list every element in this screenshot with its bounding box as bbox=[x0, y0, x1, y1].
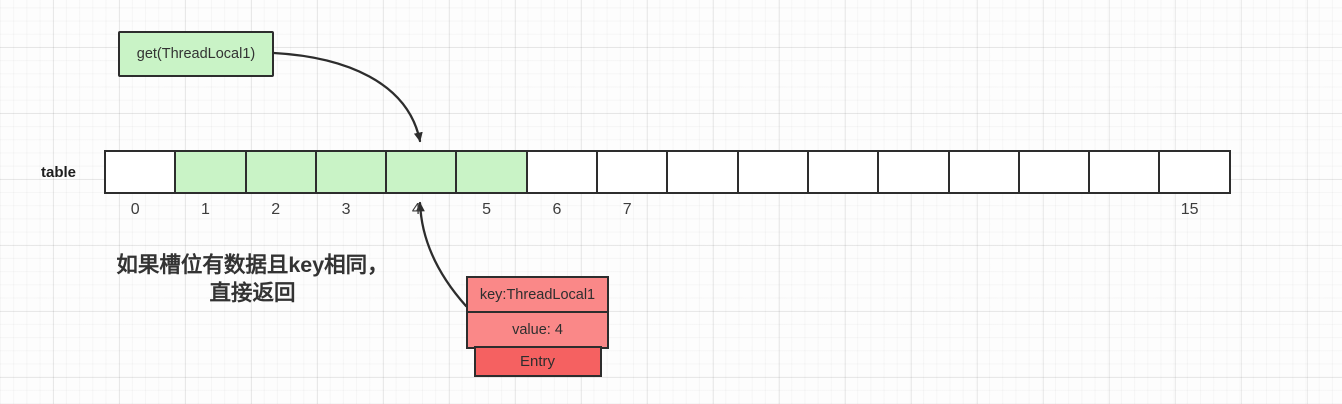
table-slot-6 bbox=[525, 150, 599, 194]
table-slot-4 bbox=[385, 150, 458, 194]
slot-index-8 bbox=[662, 201, 732, 221]
table-slot-8 bbox=[666, 150, 739, 194]
table-slot-1 bbox=[174, 150, 247, 194]
table-slot-13 bbox=[1017, 150, 1091, 194]
slot-index-13 bbox=[1014, 201, 1084, 221]
note-line-2: 直接返回 bbox=[209, 281, 296, 305]
slot-index-14 bbox=[1084, 201, 1154, 221]
slot-index-1: 1 bbox=[200, 201, 210, 218]
slot-index-7: 7 bbox=[622, 201, 632, 218]
slot-index-12 bbox=[944, 201, 1014, 221]
get-call-box: get(ThreadLocal1) bbox=[118, 31, 274, 77]
slot-index-9 bbox=[733, 201, 803, 221]
entry-stack: key:ThreadLocal1 value: 4 Entry bbox=[466, 276, 609, 377]
table-slot-11 bbox=[877, 150, 950, 194]
note-line-1: 如果槽位有数据且key相同， bbox=[116, 253, 389, 277]
table-slot-0 bbox=[104, 150, 177, 194]
table-slot-15 bbox=[1158, 150, 1231, 194]
table-label: table bbox=[41, 164, 77, 181]
entry-type-box: Entry bbox=[473, 346, 602, 377]
table-slot-3 bbox=[314, 150, 388, 194]
table-slot-10 bbox=[806, 150, 880, 194]
entry-value-box: value: 4 bbox=[466, 310, 609, 349]
table-slot-2 bbox=[244, 150, 317, 194]
table-slot-5 bbox=[455, 150, 528, 194]
slot-index-4: 4 bbox=[411, 201, 421, 218]
slot-index-15: 15 bbox=[1180, 201, 1199, 218]
table-slot-14 bbox=[1088, 150, 1161, 194]
slot-index-10 bbox=[803, 201, 873, 221]
note-text: 如果槽位有数据且key相同， 直接返回 bbox=[110, 251, 395, 307]
slot-index-6: 6 bbox=[552, 201, 562, 218]
table-slot-7 bbox=[596, 150, 669, 194]
slot-index-row: 0 1 2 3 4 5 6 7 15 bbox=[100, 201, 1225, 221]
get-call-label: get(ThreadLocal1) bbox=[136, 46, 256, 62]
arrow-get-to-slot4-icon bbox=[272, 51, 423, 143]
table-slot-12 bbox=[947, 150, 1020, 194]
slot-index-5: 5 bbox=[482, 201, 492, 218]
slot-index-11 bbox=[873, 201, 943, 221]
slot-index-2: 2 bbox=[271, 201, 281, 218]
slot-index-0: 0 bbox=[130, 201, 140, 218]
table-slot-9 bbox=[736, 150, 809, 194]
slot-index-3: 3 bbox=[341, 201, 351, 218]
entry-key-box: key:ThreadLocal1 bbox=[466, 276, 609, 313]
hash-table bbox=[104, 150, 1231, 194]
